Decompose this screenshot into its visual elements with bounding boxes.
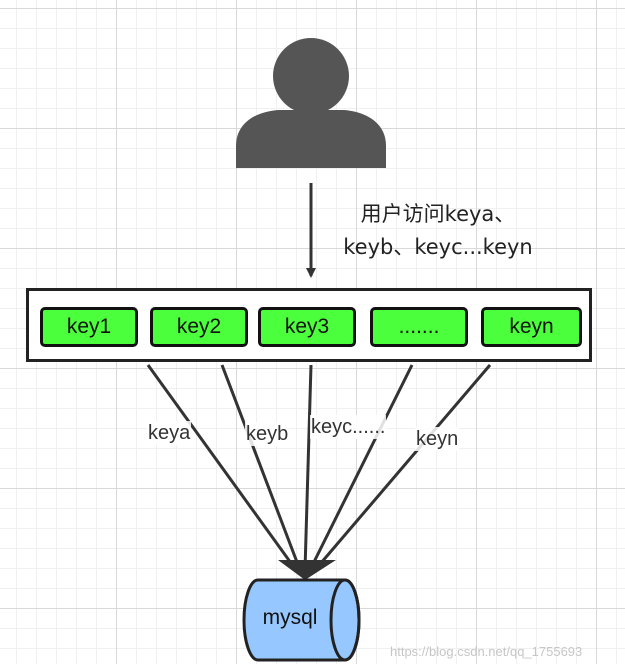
merged-arrowhead bbox=[278, 560, 336, 580]
edge-label-keyb: keyb bbox=[245, 422, 290, 446]
watermark: https://blog.csdn.net/qq_1755693 bbox=[390, 644, 583, 659]
cache-key-1: key1 bbox=[40, 307, 138, 347]
query-line-key3 bbox=[303, 364, 313, 571]
database-icon bbox=[242, 578, 361, 662]
query-line-key2 bbox=[220, 364, 302, 571]
cache-key-ellipsis: ....... bbox=[370, 307, 468, 347]
user-icon bbox=[236, 38, 386, 168]
edge-label-keyn: keyn bbox=[415, 427, 460, 451]
query-line-key1 bbox=[146, 364, 298, 571]
edge-label-keya: keya bbox=[147, 421, 192, 445]
database-label: mysql bbox=[262, 606, 318, 629]
request-label-line-2: keyb、keyc...keyn bbox=[343, 235, 533, 259]
request-label: 用户访问keya、 keyb、keyc...keyn bbox=[318, 198, 558, 264]
query-line-keyn bbox=[313, 364, 492, 571]
cache-key-2: key2 bbox=[150, 307, 248, 347]
request-label-line-1: 用户访问keya、 bbox=[360, 202, 516, 226]
cache-key-n: keyn bbox=[481, 307, 582, 347]
query-line-key4 bbox=[308, 364, 414, 571]
edge-label-keyc: keyc...... bbox=[310, 415, 387, 439]
cache-key-3: key3 bbox=[258, 307, 356, 347]
